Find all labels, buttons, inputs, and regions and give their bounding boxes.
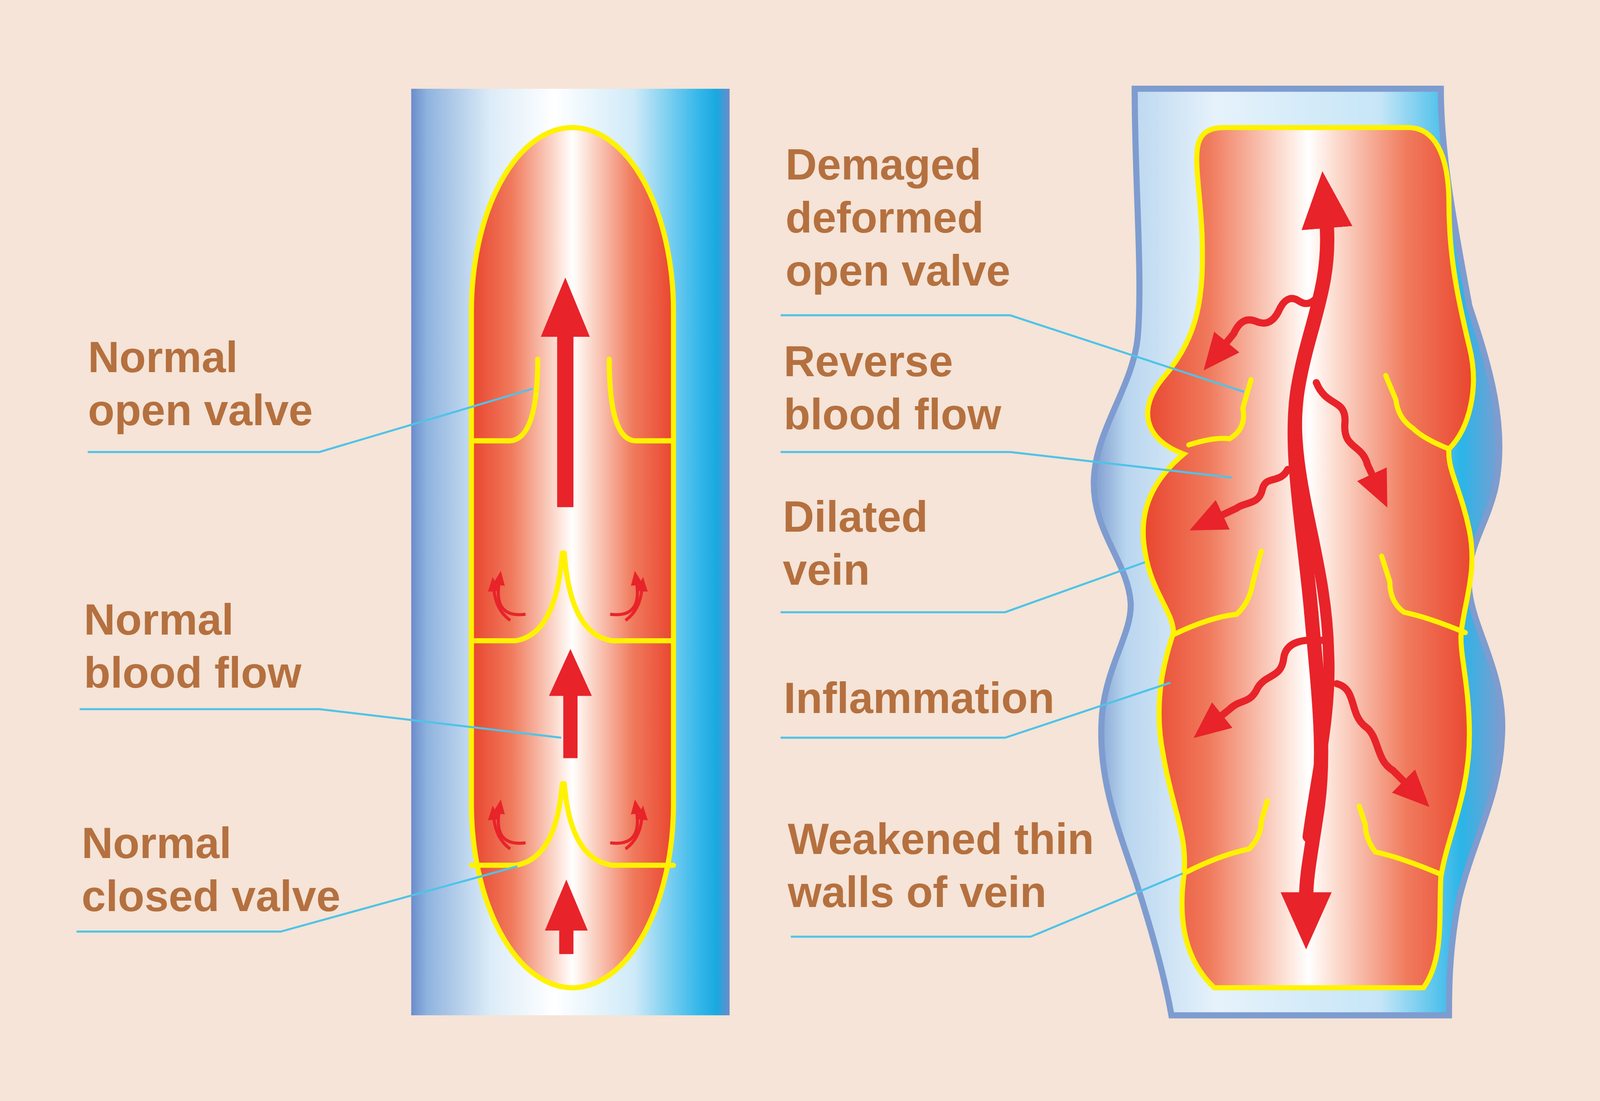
valve-leaflet xyxy=(471,358,538,441)
valve-leaflet xyxy=(471,552,674,641)
vein-lumen xyxy=(471,127,674,988)
valve-leaflet xyxy=(471,783,674,866)
reflux-arrow xyxy=(1316,382,1374,478)
valve-leaflet xyxy=(1385,375,1450,449)
flow-arrows xyxy=(540,277,592,955)
eddy-arrow xyxy=(498,583,526,615)
arrow-head xyxy=(544,879,588,931)
callout-label: Reverse blood flow xyxy=(783,334,1028,441)
valve-leaflet xyxy=(1188,379,1251,445)
leader-line xyxy=(79,709,562,738)
reverse-flow-arrows xyxy=(1219,222,1407,898)
valve-leaflet xyxy=(1381,556,1466,633)
valve-leaflet xyxy=(609,358,674,441)
callout-label: Demaged deformed open valve xyxy=(785,137,1030,297)
callout-label: Inflammation xyxy=(783,671,1055,725)
eddy-arrows xyxy=(494,583,642,849)
callout-label: Normal open valve xyxy=(87,330,332,437)
eddy-arrow xyxy=(610,812,638,844)
flow-line xyxy=(1296,387,1329,837)
eddy-arrow xyxy=(610,583,638,615)
eddy-arrow xyxy=(625,818,642,849)
leader-lines xyxy=(76,315,1244,937)
valve-leaflet xyxy=(1359,805,1440,874)
arrow-head xyxy=(540,277,590,337)
vein-lumen xyxy=(1143,127,1474,988)
vein-wall xyxy=(411,88,730,1016)
reflux-arrow xyxy=(1219,640,1327,718)
reflux-arrow xyxy=(1336,683,1407,784)
eddy-arrow xyxy=(494,818,511,849)
callout-label: Normal closed valve xyxy=(81,816,360,923)
valve-leaflet xyxy=(1173,551,1262,636)
vein-wall xyxy=(1093,88,1503,1016)
callout-label: Weakened thin walls of vein xyxy=(787,812,1110,919)
arrow-shaft xyxy=(559,928,574,955)
varicose-vein xyxy=(1093,88,1503,1016)
arrow-head xyxy=(548,649,592,697)
callout-label: Normal blood flow xyxy=(83,592,328,699)
normal-vein xyxy=(411,88,730,1016)
arrow-shaft xyxy=(557,334,574,507)
arrow-shaft xyxy=(563,693,578,759)
eddy-arrow xyxy=(625,589,642,621)
valve-leaflet xyxy=(1183,800,1268,874)
reflux-arrow xyxy=(1224,290,1322,345)
leader-line xyxy=(780,451,1232,478)
callout-label: Dilated vein xyxy=(782,489,979,597)
eddy-arrow xyxy=(498,812,526,844)
eddy-arrow xyxy=(494,589,511,621)
